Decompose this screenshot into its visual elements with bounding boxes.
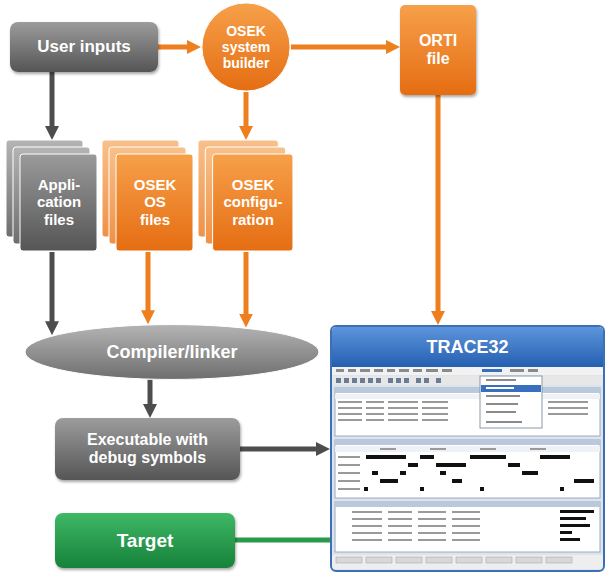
document-sheet [213,154,293,251]
input-box: User inputs [10,22,158,72]
document-sheet [20,154,97,251]
menu-items [336,369,538,372]
node-label: OSEK system builder [213,23,279,71]
window-body [332,366,603,570]
button-bar [332,555,603,569]
node-label: Executable with debug symbols [78,431,218,468]
window-title: TRACE32 [332,327,603,367]
node-label: ORTI file [406,32,470,69]
dropdown-menu [480,376,542,428]
node-label: Compiler/linker [106,342,237,363]
file-stack: Appli- cation files [6,140,98,252]
tool-icons [336,378,441,383]
orti-file-box: ORTI file [400,5,476,95]
menu-bar [332,366,603,375]
flow-arrow [158,45,193,50]
document-sheet [116,154,193,251]
tool-bar [332,376,603,385]
task-window [335,388,600,436]
file-stack: OSEK configu- ration [198,140,294,252]
node-label: Target [117,530,174,552]
file-stack: OSEK OS files [102,140,194,252]
compiler-ellipse-fill [25,325,319,380]
flow-arrow [235,538,330,543]
builder-circle-fill [202,3,290,91]
flow-arrow [146,252,151,316]
flow-arrow [244,252,249,320]
node-label: Appli- cation files [23,176,95,228]
compiler-ellipse: Compiler/linker [22,324,322,380]
flow-arrow [436,95,441,317]
flow-arrow [240,447,322,452]
target-box: Target [55,513,235,568]
flow-arrow [50,252,55,327]
stack-window [335,502,600,552]
flow-arrow [244,92,249,132]
node-label: OSEK configu- ration [215,176,291,228]
flow-arrow [148,380,153,410]
flow-arrow [291,45,392,50]
timing-window [335,440,600,498]
flow-arrow [50,72,55,132]
node-label: OSEK OS files [129,176,181,228]
builder-circle: OSEK system builder [201,2,291,92]
trace32-window: TRACE32 [330,325,605,572]
node-label: User inputs [37,37,131,57]
executable-box: Executable with debug symbols [55,418,240,480]
